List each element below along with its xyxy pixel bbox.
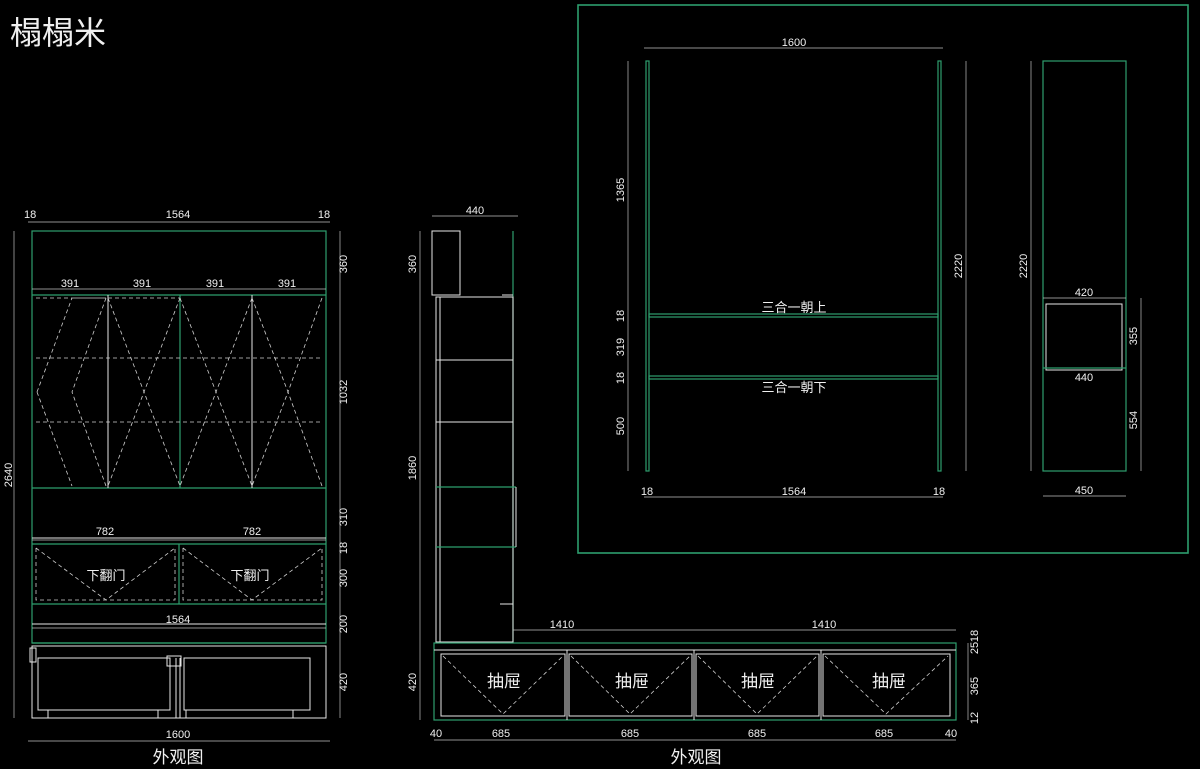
front-flap-door-right-label: 下翻门 — [230, 569, 269, 584]
front-dim-door-1: 391 — [61, 278, 79, 290]
detail-panel: 1600 1365 18 319 18 500 2220 三合一朝上 三合一朝下… — [577, 4, 1189, 554]
detail-dim-left-4: 18 — [615, 372, 627, 384]
detail-side-dim-right-2: 554 — [1128, 411, 1140, 429]
detail-side-dim-top: 420 — [1075, 287, 1093, 299]
detail-side-cabinet — [1042, 60, 1127, 472]
side-dim-bottom-3: 685 — [621, 728, 639, 740]
front-dim-right-6: 200 — [338, 615, 350, 633]
side-dim-right-2: 18 — [969, 630, 981, 642]
detail-side-dim-bottom: 450 — [1075, 485, 1093, 497]
side-dim-left-height: 1860 — [407, 456, 419, 480]
side-dim-bench-right: 1410 — [812, 619, 836, 631]
detail-side-dim-height: 2220 — [1018, 254, 1030, 278]
front-dim-top-center: 1564 — [166, 209, 190, 221]
side-dim-right-1: 25 — [969, 642, 981, 654]
side-drawer-label-3: 抽屉 — [741, 672, 775, 692]
side-drawer-label-2: 抽屉 — [615, 672, 649, 692]
detail-dim-top-width: 1600 — [782, 37, 806, 49]
front-dim-top-right: 18 — [318, 209, 330, 221]
detail-frame — [577, 4, 1189, 554]
detail-dim-left-5: 500 — [615, 417, 627, 435]
front-dim-right-7: 420 — [338, 673, 350, 691]
side-view-caption: 外观图 — [671, 748, 722, 768]
side-view: 440 360 1860 420 1410 1410 抽屉 抽屉 抽屉 抽屉 4… — [407, 205, 981, 768]
front-dim-total-width: 1600 — [166, 729, 190, 741]
detail-dim-height: 2220 — [953, 254, 965, 278]
front-dim-right-1: 360 — [338, 255, 350, 273]
detail-dim-left-1: 1365 — [615, 178, 627, 202]
detail-dim-left-3: 319 — [615, 338, 627, 356]
front-dim-right-3: 310 — [338, 508, 350, 526]
front-dim-right-4: 18 — [338, 542, 350, 554]
front-dim-mid-left: 782 — [96, 526, 114, 538]
front-dim-top-left: 18 — [24, 209, 36, 221]
side-dim-bottom-6: 40 — [945, 728, 957, 740]
side-dim-bench-left: 1410 — [550, 619, 574, 631]
drawing-title: 榻榻米 — [10, 14, 106, 52]
side-dim-bottom-4: 685 — [748, 728, 766, 740]
detail-dim-left-2: 18 — [615, 310, 627, 322]
front-dim-right-5: 300 — [338, 569, 350, 587]
detail-dim-bottom-center: 1564 — [782, 486, 806, 498]
detail-side-dim-mid: 440 — [1075, 372, 1093, 384]
side-drawer-label-1: 抽屉 — [487, 672, 521, 692]
side-dim-top-height: 360 — [407, 255, 419, 273]
front-dim-total-height: 2640 — [3, 463, 15, 487]
side-dim-right-4: 12 — [969, 712, 981, 724]
side-dim-bottom-1: 40 — [430, 728, 442, 740]
side-drawer-label-4: 抽屉 — [872, 672, 906, 692]
side-dim-left-bottom: 420 — [407, 673, 419, 691]
detail-shelf-down-label: 三合一朝下 — [761, 381, 826, 396]
side-dim-right-3: 365 — [969, 677, 981, 695]
front-view-caption: 外观图 — [153, 748, 204, 768]
side-dim-bottom-5: 685 — [875, 728, 893, 740]
detail-shelf-up-label: 三合一朝上 — [761, 301, 826, 316]
front-dim-inner-width: 1564 — [166, 614, 190, 626]
front-dim-right-2: 1032 — [338, 380, 350, 404]
front-dim-door-2: 391 — [133, 278, 151, 290]
side-dim-top-width: 440 — [466, 205, 484, 217]
side-bench-outline — [433, 642, 957, 721]
side-dim-bottom-2: 685 — [492, 728, 510, 740]
detail-side-dim-right-1: 355 — [1128, 327, 1140, 345]
front-view: 18 1564 18 391 391 391 391 782 782 下翻门 下… — [3, 209, 350, 768]
detail-dim-bottom-left: 18 — [641, 486, 653, 498]
front-dim-door-4: 391 — [278, 278, 296, 290]
side-top-box — [431, 230, 461, 296]
front-dim-mid-right: 782 — [243, 526, 261, 538]
front-dim-door-3: 391 — [206, 278, 224, 290]
detail-dim-bottom-right: 18 — [933, 486, 945, 498]
front-flap-door-left-label: 下翻门 — [86, 569, 125, 584]
